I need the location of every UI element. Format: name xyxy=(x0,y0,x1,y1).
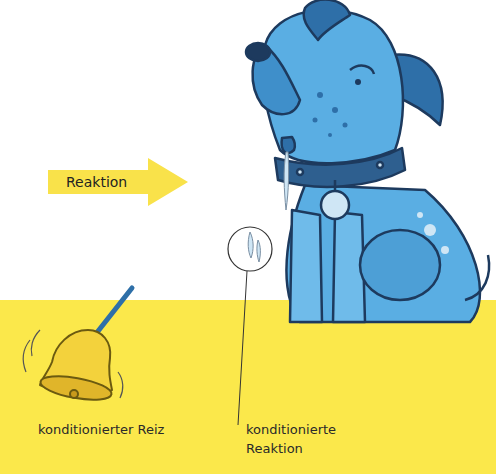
callout-circle xyxy=(228,227,272,271)
dog-spots xyxy=(313,92,450,254)
drool-drops xyxy=(248,152,288,262)
leader-line xyxy=(238,271,247,425)
arrow-text: Reaktion xyxy=(66,158,127,206)
stimulus-label: konditionierter Reiz xyxy=(38,420,188,439)
response-label: konditionierte Reaktion xyxy=(246,420,396,458)
ground-band xyxy=(0,300,496,474)
dog-figure xyxy=(246,0,489,322)
arrow-fill xyxy=(48,158,188,206)
arrow-box: Reaktion xyxy=(48,158,188,206)
bell-symbol xyxy=(23,288,132,404)
